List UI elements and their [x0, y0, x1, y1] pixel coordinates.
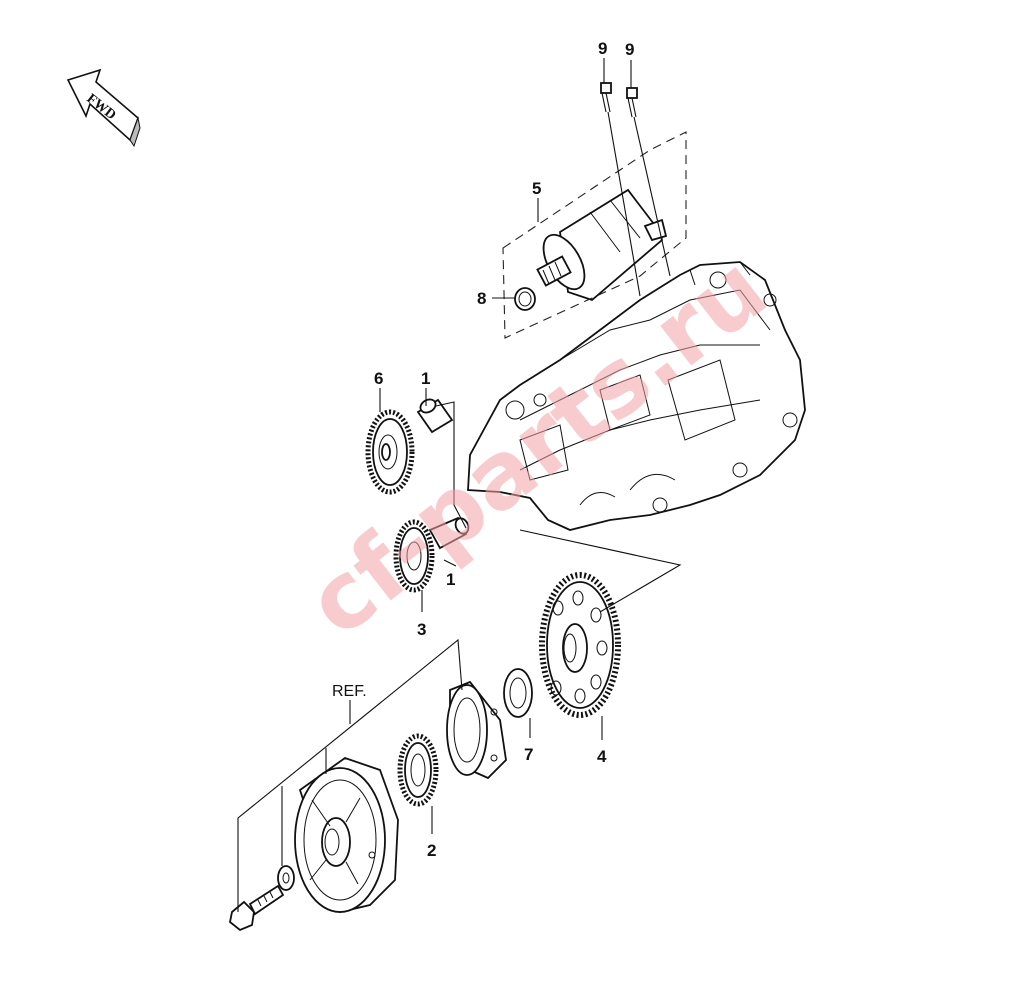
starter-clutch-housing: [446, 680, 507, 780]
bolt-9-right: [626, 87, 638, 118]
crankcase-housing: [467, 261, 806, 531]
callout-8: 8: [477, 289, 486, 308]
shaft-pin-lower: [428, 516, 470, 550]
reduction-gear-3: [393, 519, 435, 593]
starter-group-outline: [502, 131, 687, 339]
callout-1-upper: 1: [421, 369, 430, 388]
fwd-arrow-icon: FWD: [66, 68, 141, 148]
leader-lines: [237, 58, 682, 912]
shaft-pin-upper: [416, 398, 454, 434]
one-way-clutch-2: [397, 733, 439, 807]
callout-4: 4: [597, 747, 607, 766]
o-ring: [514, 287, 536, 311]
starter-motor: [536, 188, 668, 302]
callout-2: 2: [427, 841, 436, 860]
starter-ring-gear-4: [539, 572, 621, 718]
flywheel-washer: [277, 865, 295, 891]
callout-5: 5: [532, 179, 541, 198]
callout-9-left: 9: [598, 39, 607, 58]
idler-gear-6: [365, 409, 415, 495]
callout-6: 6: [374, 369, 383, 388]
callout-7: 7: [524, 745, 533, 764]
flywheel-rotor: [294, 756, 399, 914]
thrust-washer-7: [503, 668, 533, 718]
callout-9-right: 9: [625, 40, 634, 59]
callout-1-lower: 1: [446, 570, 455, 589]
callout-3: 3: [417, 620, 426, 639]
reference-label: REF.: [332, 683, 367, 700]
flywheel-bolt: [229, 884, 285, 932]
bolt-9-left: [600, 82, 612, 113]
